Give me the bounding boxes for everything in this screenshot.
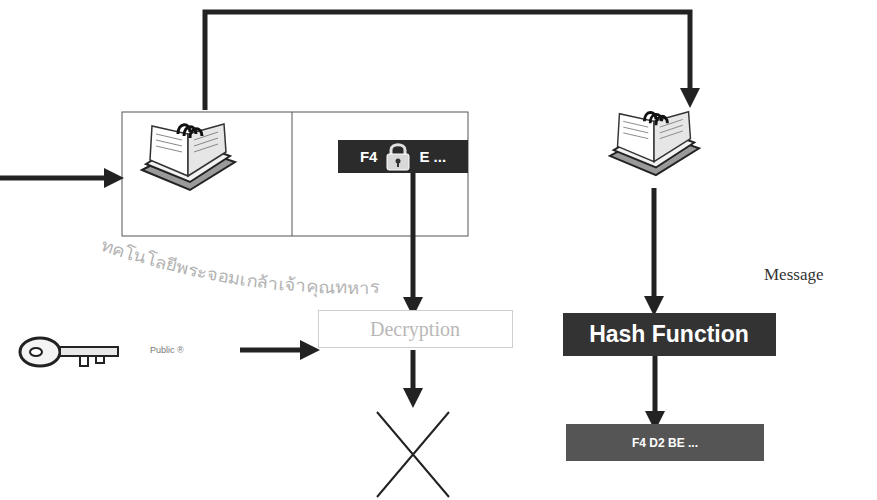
decryption-box: Decryption xyxy=(318,310,513,348)
box-divider xyxy=(292,112,293,236)
book-icon xyxy=(610,112,699,175)
box-text: Decryption xyxy=(370,318,460,341)
key-arrow xyxy=(240,348,304,353)
flow-arrow xyxy=(653,356,658,415)
result-arrow xyxy=(411,350,416,392)
box-text: F4 xyxy=(360,148,378,165)
copy-arrow xyxy=(205,12,690,110)
box-text: Hash Function xyxy=(589,321,749,348)
input-arrow xyxy=(0,176,108,181)
cross-mark xyxy=(377,412,449,497)
watermark: ทคโนโลยีพระจอมเกล้าเจ้าคุณทหาร xyxy=(99,235,380,298)
message-label: Message xyxy=(764,265,823,285)
hash-function-box: Hash Function xyxy=(563,313,776,356)
flow-arrow xyxy=(411,173,416,301)
box-text: F4 D2 BE ... xyxy=(632,436,698,450)
hash-input-arrow xyxy=(652,188,657,300)
message-box xyxy=(122,112,468,236)
digest-box: F4 D2 BE ... xyxy=(566,424,764,461)
box-text: E ... xyxy=(419,148,446,165)
padlock-icon xyxy=(385,142,411,172)
key-label: Public ® xyxy=(150,345,184,355)
signature-box: F4 E ... xyxy=(338,140,468,173)
key-icon xyxy=(20,338,118,366)
book-icon xyxy=(142,124,235,190)
